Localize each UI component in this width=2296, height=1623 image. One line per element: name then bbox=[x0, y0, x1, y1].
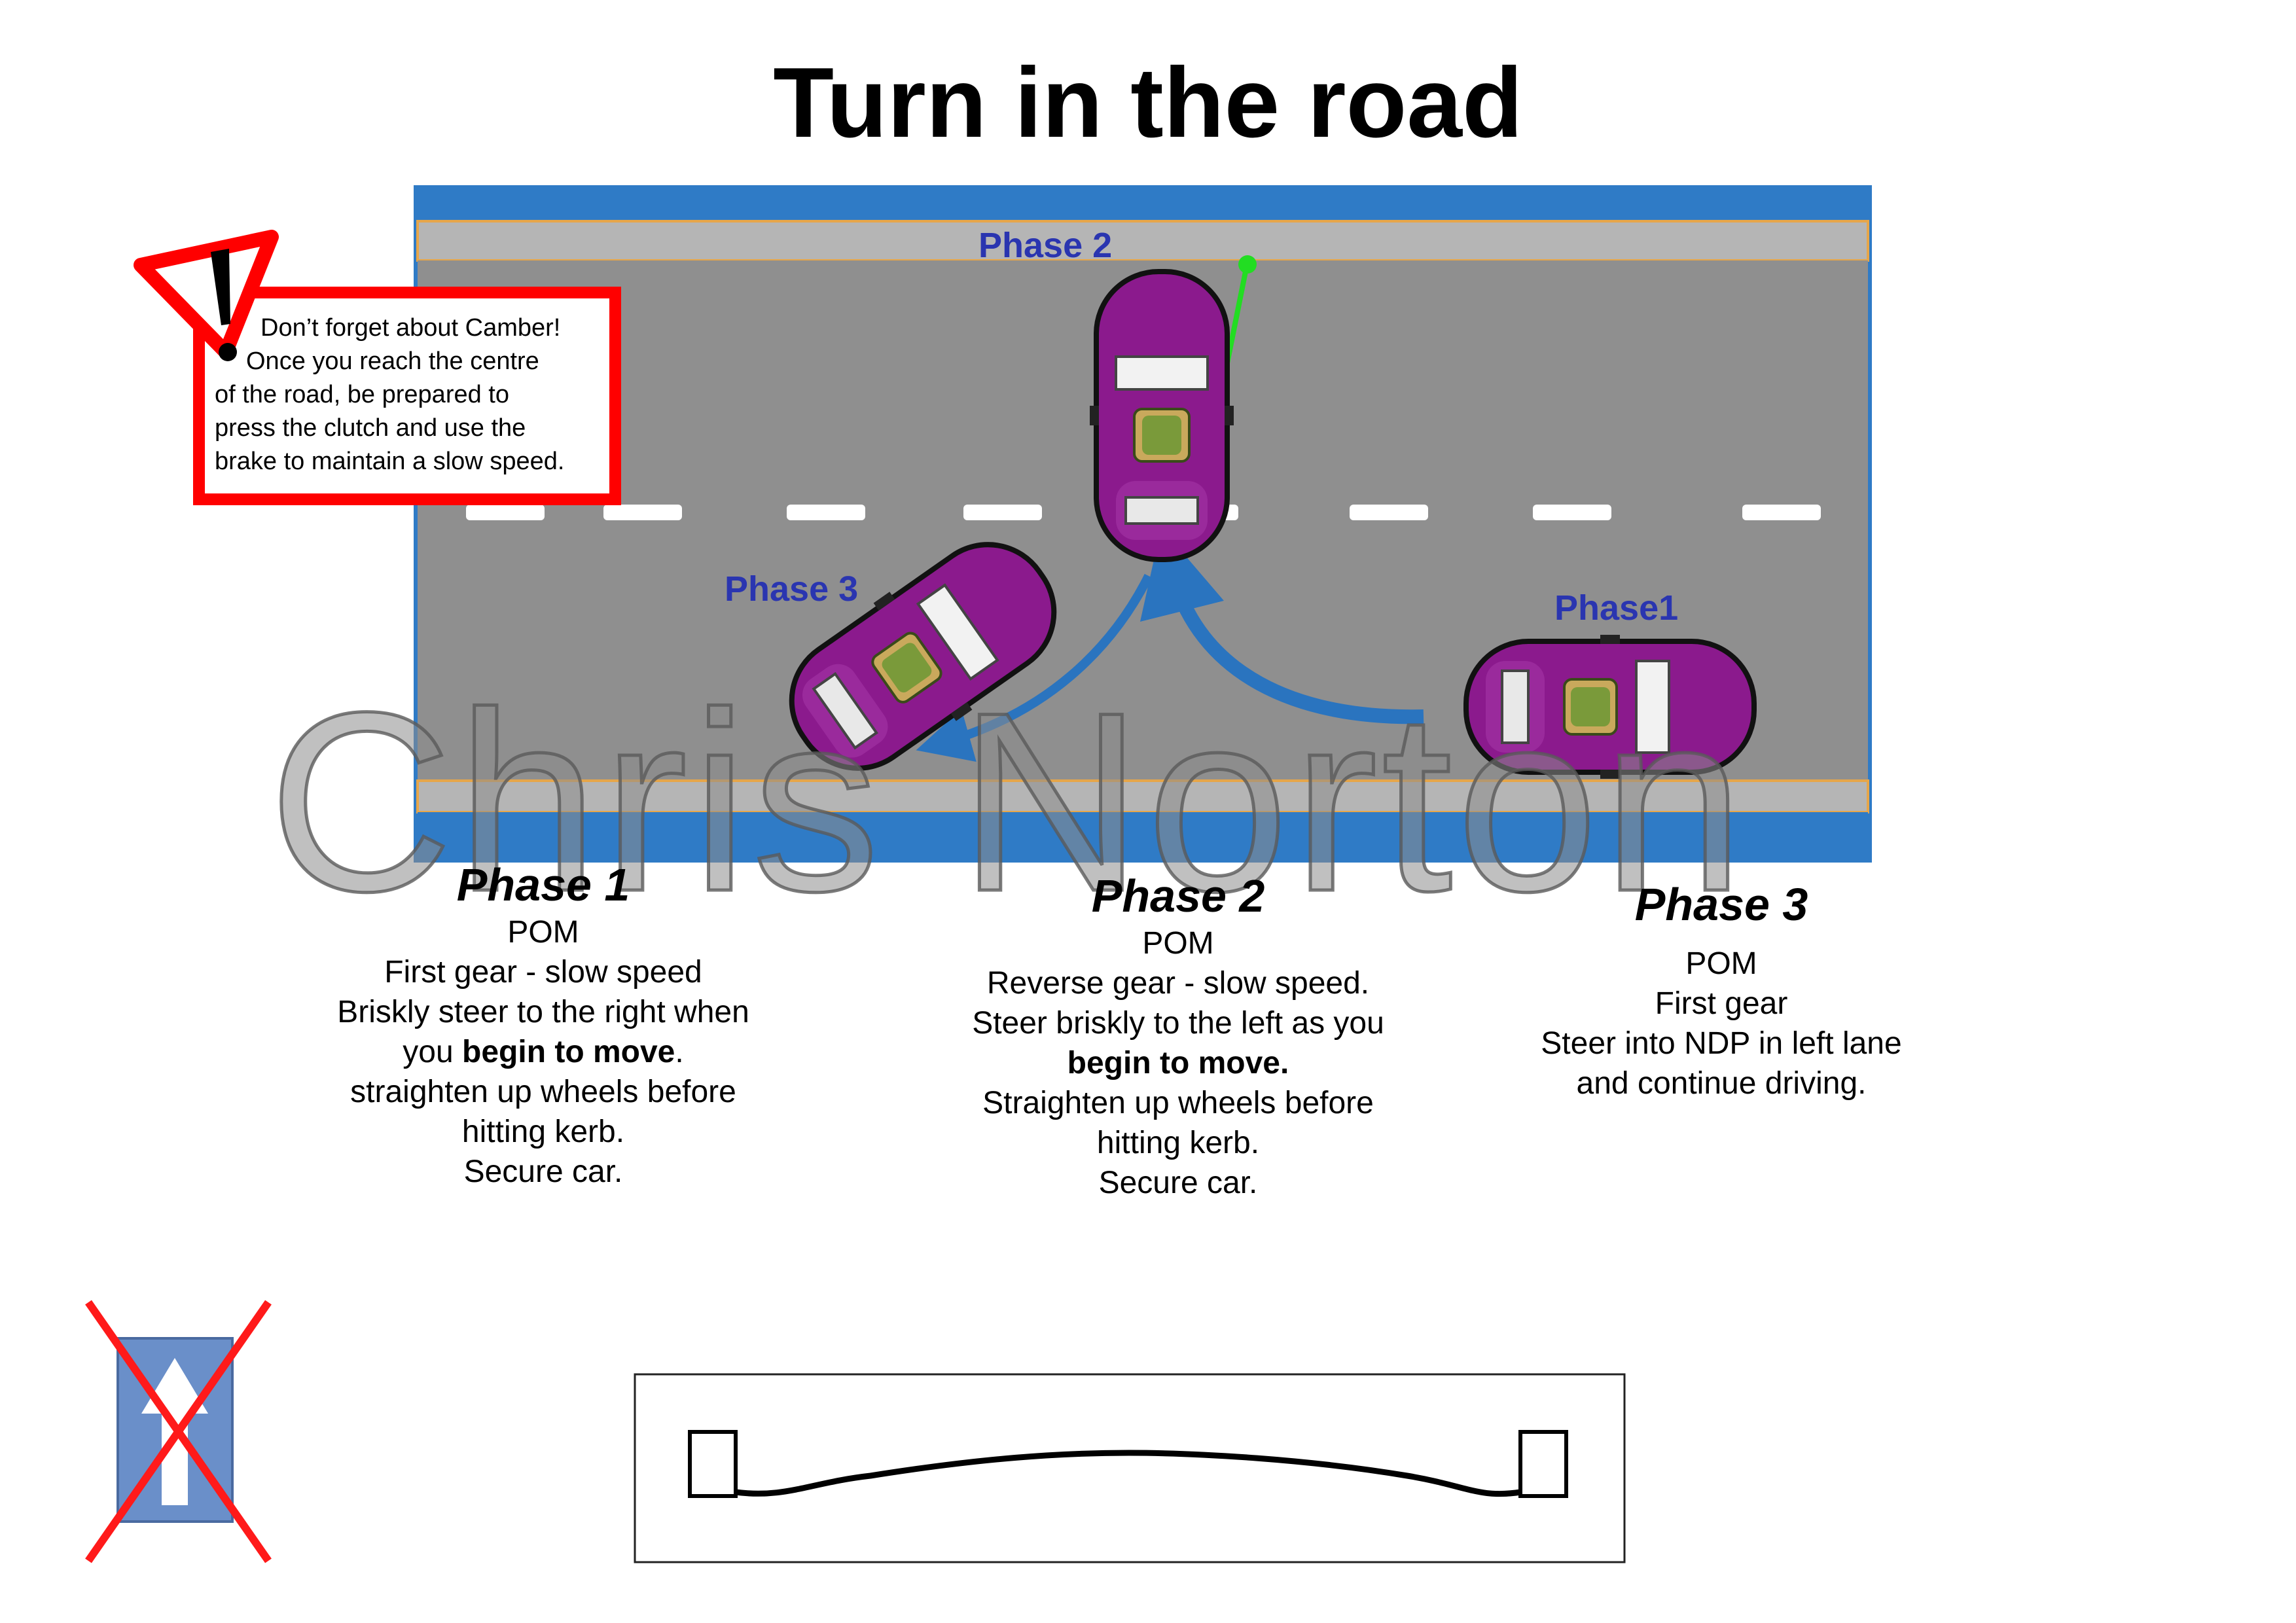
camber-warning-text: Don’t forget about Camber! Once you reac… bbox=[215, 312, 607, 478]
phase2-line: POM bbox=[1142, 926, 1214, 961]
phase1-line: Secure car. bbox=[463, 1154, 623, 1189]
phase2-line: Reverse gear - slow speed. bbox=[986, 966, 1370, 1001]
one-way-sign-crossed-icon bbox=[85, 1300, 272, 1563]
car-phase2 bbox=[1090, 272, 1234, 560]
phase3-heading: Phase 3 bbox=[1634, 879, 1808, 930]
phase1-line: First gear - slow speed bbox=[384, 955, 702, 990]
near-pavement bbox=[416, 779, 1869, 813]
phase2-line: hitting kerb. bbox=[1096, 1126, 1260, 1160]
camber-line-1: Don’t forget about Camber! bbox=[260, 314, 561, 342]
road-label-phase3: Phase 3 bbox=[725, 569, 858, 609]
phase2-path-arrow bbox=[916, 573, 1153, 762]
camber-line-5: brake to maintain a slow speed. bbox=[215, 448, 565, 475]
phase1-line: straighten up wheels before bbox=[350, 1075, 736, 1109]
camber-line-2: Once you reach the centre bbox=[246, 348, 539, 375]
phase1-instructions: Phase 1 POM First gear - slow speed Bris… bbox=[308, 857, 779, 1192]
phase3-line: and continue driving. bbox=[1576, 1066, 1867, 1101]
phase3-line: First gear bbox=[1655, 986, 1788, 1021]
phase2-instructions: Phase 2 POM Reverse gear - slow speed. S… bbox=[936, 868, 1420, 1203]
phase3-line: Steer into NDP in left lane bbox=[1541, 1026, 1902, 1061]
road-label-phase2: Phase 2 bbox=[978, 226, 1112, 265]
phase1-path-arrow bbox=[1140, 527, 1424, 724]
phase2-line: Secure car. bbox=[1098, 1166, 1258, 1200]
far-pavement bbox=[416, 220, 1869, 262]
phase2-line: Straighten up wheels before bbox=[982, 1086, 1374, 1120]
watermark: Chris Norton bbox=[268, 659, 1748, 944]
warning-exclamation-icon bbox=[134, 230, 279, 361]
road-camber-cross-section-icon bbox=[634, 1373, 1626, 1563]
phase3-line: POM bbox=[1685, 946, 1757, 981]
phase3-instructions: Phase 3 POM First gear Steer into NDP in… bbox=[1499, 877, 1944, 1103]
camber-warning-box bbox=[193, 287, 621, 505]
phase1-line: you begin to move. bbox=[403, 1035, 684, 1069]
phase2-heading: Phase 2 bbox=[1091, 870, 1265, 921]
road-label-phase1: Phase1 bbox=[1554, 588, 1678, 628]
page-title: Turn in the road bbox=[773, 47, 1523, 158]
phase1-line: hitting kerb. bbox=[461, 1115, 625, 1149]
phase1-line: POM bbox=[507, 915, 579, 950]
phase2-line: begin to move. bbox=[1067, 1046, 1289, 1080]
camber-line-3: of the road, be prepared to bbox=[215, 381, 509, 408]
phase1-line: Briskly steer to the right when bbox=[337, 995, 749, 1029]
near-kerb bbox=[418, 812, 1868, 858]
steering-indicator bbox=[1225, 264, 1249, 364]
phase2-line: Steer briskly to the left as you bbox=[972, 1006, 1384, 1041]
phase1-heading: Phase 1 bbox=[456, 859, 630, 910]
camber-line-4: press the clutch and use the bbox=[215, 414, 526, 442]
